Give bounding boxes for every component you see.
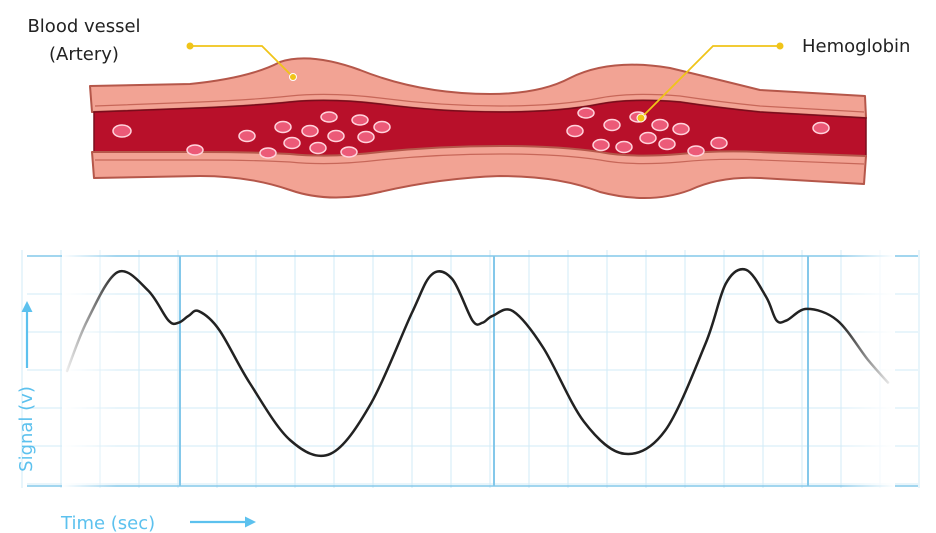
fade-left bbox=[62, 250, 117, 490]
chart-grid bbox=[22, 250, 919, 488]
blood-cell bbox=[352, 115, 368, 125]
blood-cell bbox=[604, 120, 620, 131]
y-axis-label-group: Signal (v) bbox=[16, 301, 37, 472]
callout-dot bbox=[290, 74, 297, 81]
blood-cell bbox=[813, 123, 829, 134]
x-axis-label-group: Time (sec) bbox=[60, 513, 256, 533]
blood-cell bbox=[616, 142, 632, 153]
blood-cell bbox=[187, 145, 203, 155]
blood-cell bbox=[567, 126, 583, 137]
signal-line bbox=[67, 269, 888, 456]
blood-cell bbox=[358, 132, 374, 143]
blood-cell bbox=[328, 131, 344, 142]
arrow-up-icon-head bbox=[22, 301, 33, 312]
blood-cell bbox=[673, 124, 689, 135]
artery-illustration bbox=[90, 58, 866, 198]
callout-dot bbox=[187, 43, 194, 50]
blood-cell bbox=[284, 138, 300, 149]
blood-cell bbox=[341, 147, 357, 157]
blood-cell bbox=[593, 140, 609, 151]
x-axis-label: Time (sec) bbox=[60, 513, 155, 533]
y-axis-label: Signal (v) bbox=[16, 386, 37, 472]
blood-cell bbox=[310, 143, 326, 154]
blood-cell bbox=[711, 138, 727, 149]
blood-cell bbox=[659, 139, 675, 150]
blood-cell bbox=[275, 122, 291, 133]
blood-cell bbox=[640, 133, 656, 144]
fade-right bbox=[840, 250, 895, 490]
blood-cell bbox=[260, 148, 276, 158]
callout-dot bbox=[777, 43, 784, 50]
arrow-right-icon-head bbox=[245, 517, 256, 528]
blood-cell bbox=[321, 112, 337, 122]
blood-cell bbox=[239, 131, 255, 142]
callout-dot bbox=[637, 114, 645, 122]
blood-cell bbox=[374, 122, 390, 133]
blood-cell bbox=[302, 126, 318, 137]
blood-cell bbox=[113, 125, 131, 137]
blood-vessel-label-line1: Blood vessel bbox=[27, 16, 140, 37]
blood-vessel-label-line2: (Artery) bbox=[49, 44, 119, 65]
hemoglobin-label: Hemoglobin bbox=[802, 36, 910, 57]
signal-chart bbox=[22, 250, 919, 490]
blood-cell bbox=[688, 146, 704, 156]
blood-cell bbox=[578, 108, 594, 118]
blood-cell bbox=[652, 120, 668, 131]
